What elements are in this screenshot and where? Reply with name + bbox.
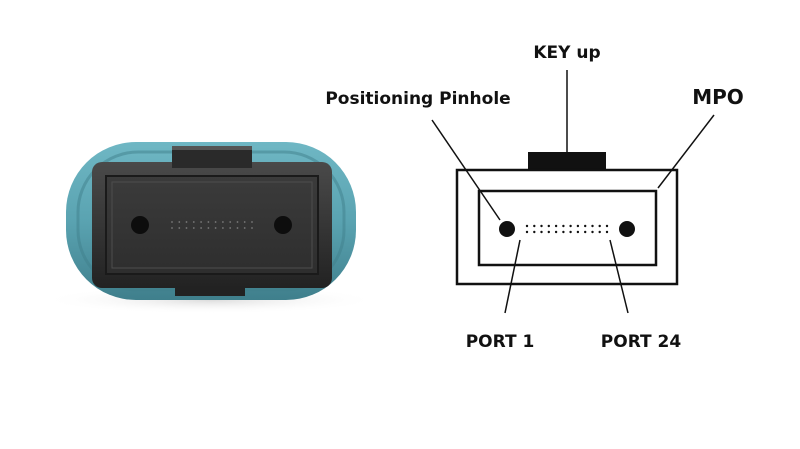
key-block bbox=[528, 152, 606, 170]
photo-fiber-dot bbox=[192, 221, 195, 223]
photo-fiber-dot bbox=[222, 227, 224, 229]
leader-mpo bbox=[657, 114, 715, 189]
ferrule-inner-edge bbox=[111, 181, 313, 269]
key-ridge bbox=[172, 146, 252, 168]
label-key: KEY up bbox=[533, 43, 600, 63]
label-port-last: PORT 24 bbox=[601, 332, 682, 352]
leader-pinhole bbox=[431, 119, 501, 221]
leader-port-first bbox=[504, 239, 521, 314]
fiber-dot bbox=[554, 230, 558, 234]
label-pinhole: Positioning Pinhole bbox=[325, 89, 510, 109]
fiber-dot bbox=[547, 230, 550, 234]
fiber-dot bbox=[569, 230, 572, 234]
connector-photo bbox=[40, 142, 380, 314]
photo-fiber-dot bbox=[214, 227, 217, 229]
fiber-dot bbox=[547, 224, 550, 228]
label-connector: MPO bbox=[692, 85, 744, 109]
photo-fiber-dot bbox=[236, 227, 239, 229]
photo-fiber-dot bbox=[214, 221, 217, 223]
photo-fiber-dot bbox=[229, 221, 232, 223]
fiber-dot bbox=[605, 230, 609, 234]
fiber-dot bbox=[591, 230, 594, 234]
photo-fiber-dot bbox=[171, 221, 173, 223]
photo-fiber-dot bbox=[200, 227, 203, 229]
inner-ferrule bbox=[477, 189, 658, 267]
fiber-dot bbox=[598, 230, 601, 234]
leader-port-last bbox=[609, 239, 629, 314]
fiber-dot bbox=[584, 230, 587, 234]
fiber-dot bbox=[591, 224, 594, 228]
photo-fiber-dot bbox=[192, 227, 195, 229]
photo-fiber-dot bbox=[178, 227, 181, 229]
fiber-dot bbox=[525, 224, 529, 228]
guide-hole-right bbox=[274, 216, 292, 234]
photo-fiber-dot bbox=[185, 221, 188, 223]
fiber-dot bbox=[540, 230, 543, 234]
label-port-first: PORT 1 bbox=[466, 332, 535, 352]
photo-fiber-dot bbox=[222, 221, 224, 223]
connector-diagram bbox=[431, 70, 715, 314]
guide-hole-left bbox=[131, 216, 149, 234]
photo-fiber-dot bbox=[236, 221, 239, 223]
photo-fiber-dot bbox=[178, 221, 181, 223]
photo-fiber-dot bbox=[243, 227, 246, 229]
photo-fiber-dot bbox=[243, 221, 246, 223]
key-ridge-top bbox=[172, 146, 252, 150]
fiber-dot bbox=[525, 230, 529, 234]
photo-fiber-dot bbox=[171, 227, 173, 229]
photo-fiber-dot bbox=[207, 227, 210, 229]
fiber-dot bbox=[598, 224, 601, 228]
photo-fiber-row bbox=[171, 221, 253, 229]
fiber-dot bbox=[584, 224, 587, 228]
fiber-dot bbox=[576, 230, 580, 234]
photo-fiber-dot bbox=[185, 227, 188, 229]
fiber-dot bbox=[576, 224, 580, 228]
pinhole-left bbox=[499, 221, 515, 237]
photo-fiber-dot bbox=[207, 221, 210, 223]
photo-fiber-dot bbox=[200, 221, 203, 223]
photo-fiber-dot bbox=[251, 221, 253, 223]
fiber-dot bbox=[554, 224, 558, 228]
fiber-dot bbox=[533, 230, 536, 234]
fiber-dot bbox=[533, 224, 536, 228]
fiber-dot bbox=[540, 224, 543, 228]
fiber-dot bbox=[562, 224, 565, 228]
fiber-dot bbox=[605, 224, 609, 228]
fiber-dot bbox=[569, 224, 572, 228]
outer-housing bbox=[455, 168, 679, 286]
fiber-dot bbox=[562, 230, 565, 234]
pinhole-right bbox=[619, 221, 635, 237]
diagram-fiber-row bbox=[525, 224, 609, 234]
photo-fiber-dot bbox=[251, 227, 253, 229]
photo-fiber-dot bbox=[229, 227, 232, 229]
